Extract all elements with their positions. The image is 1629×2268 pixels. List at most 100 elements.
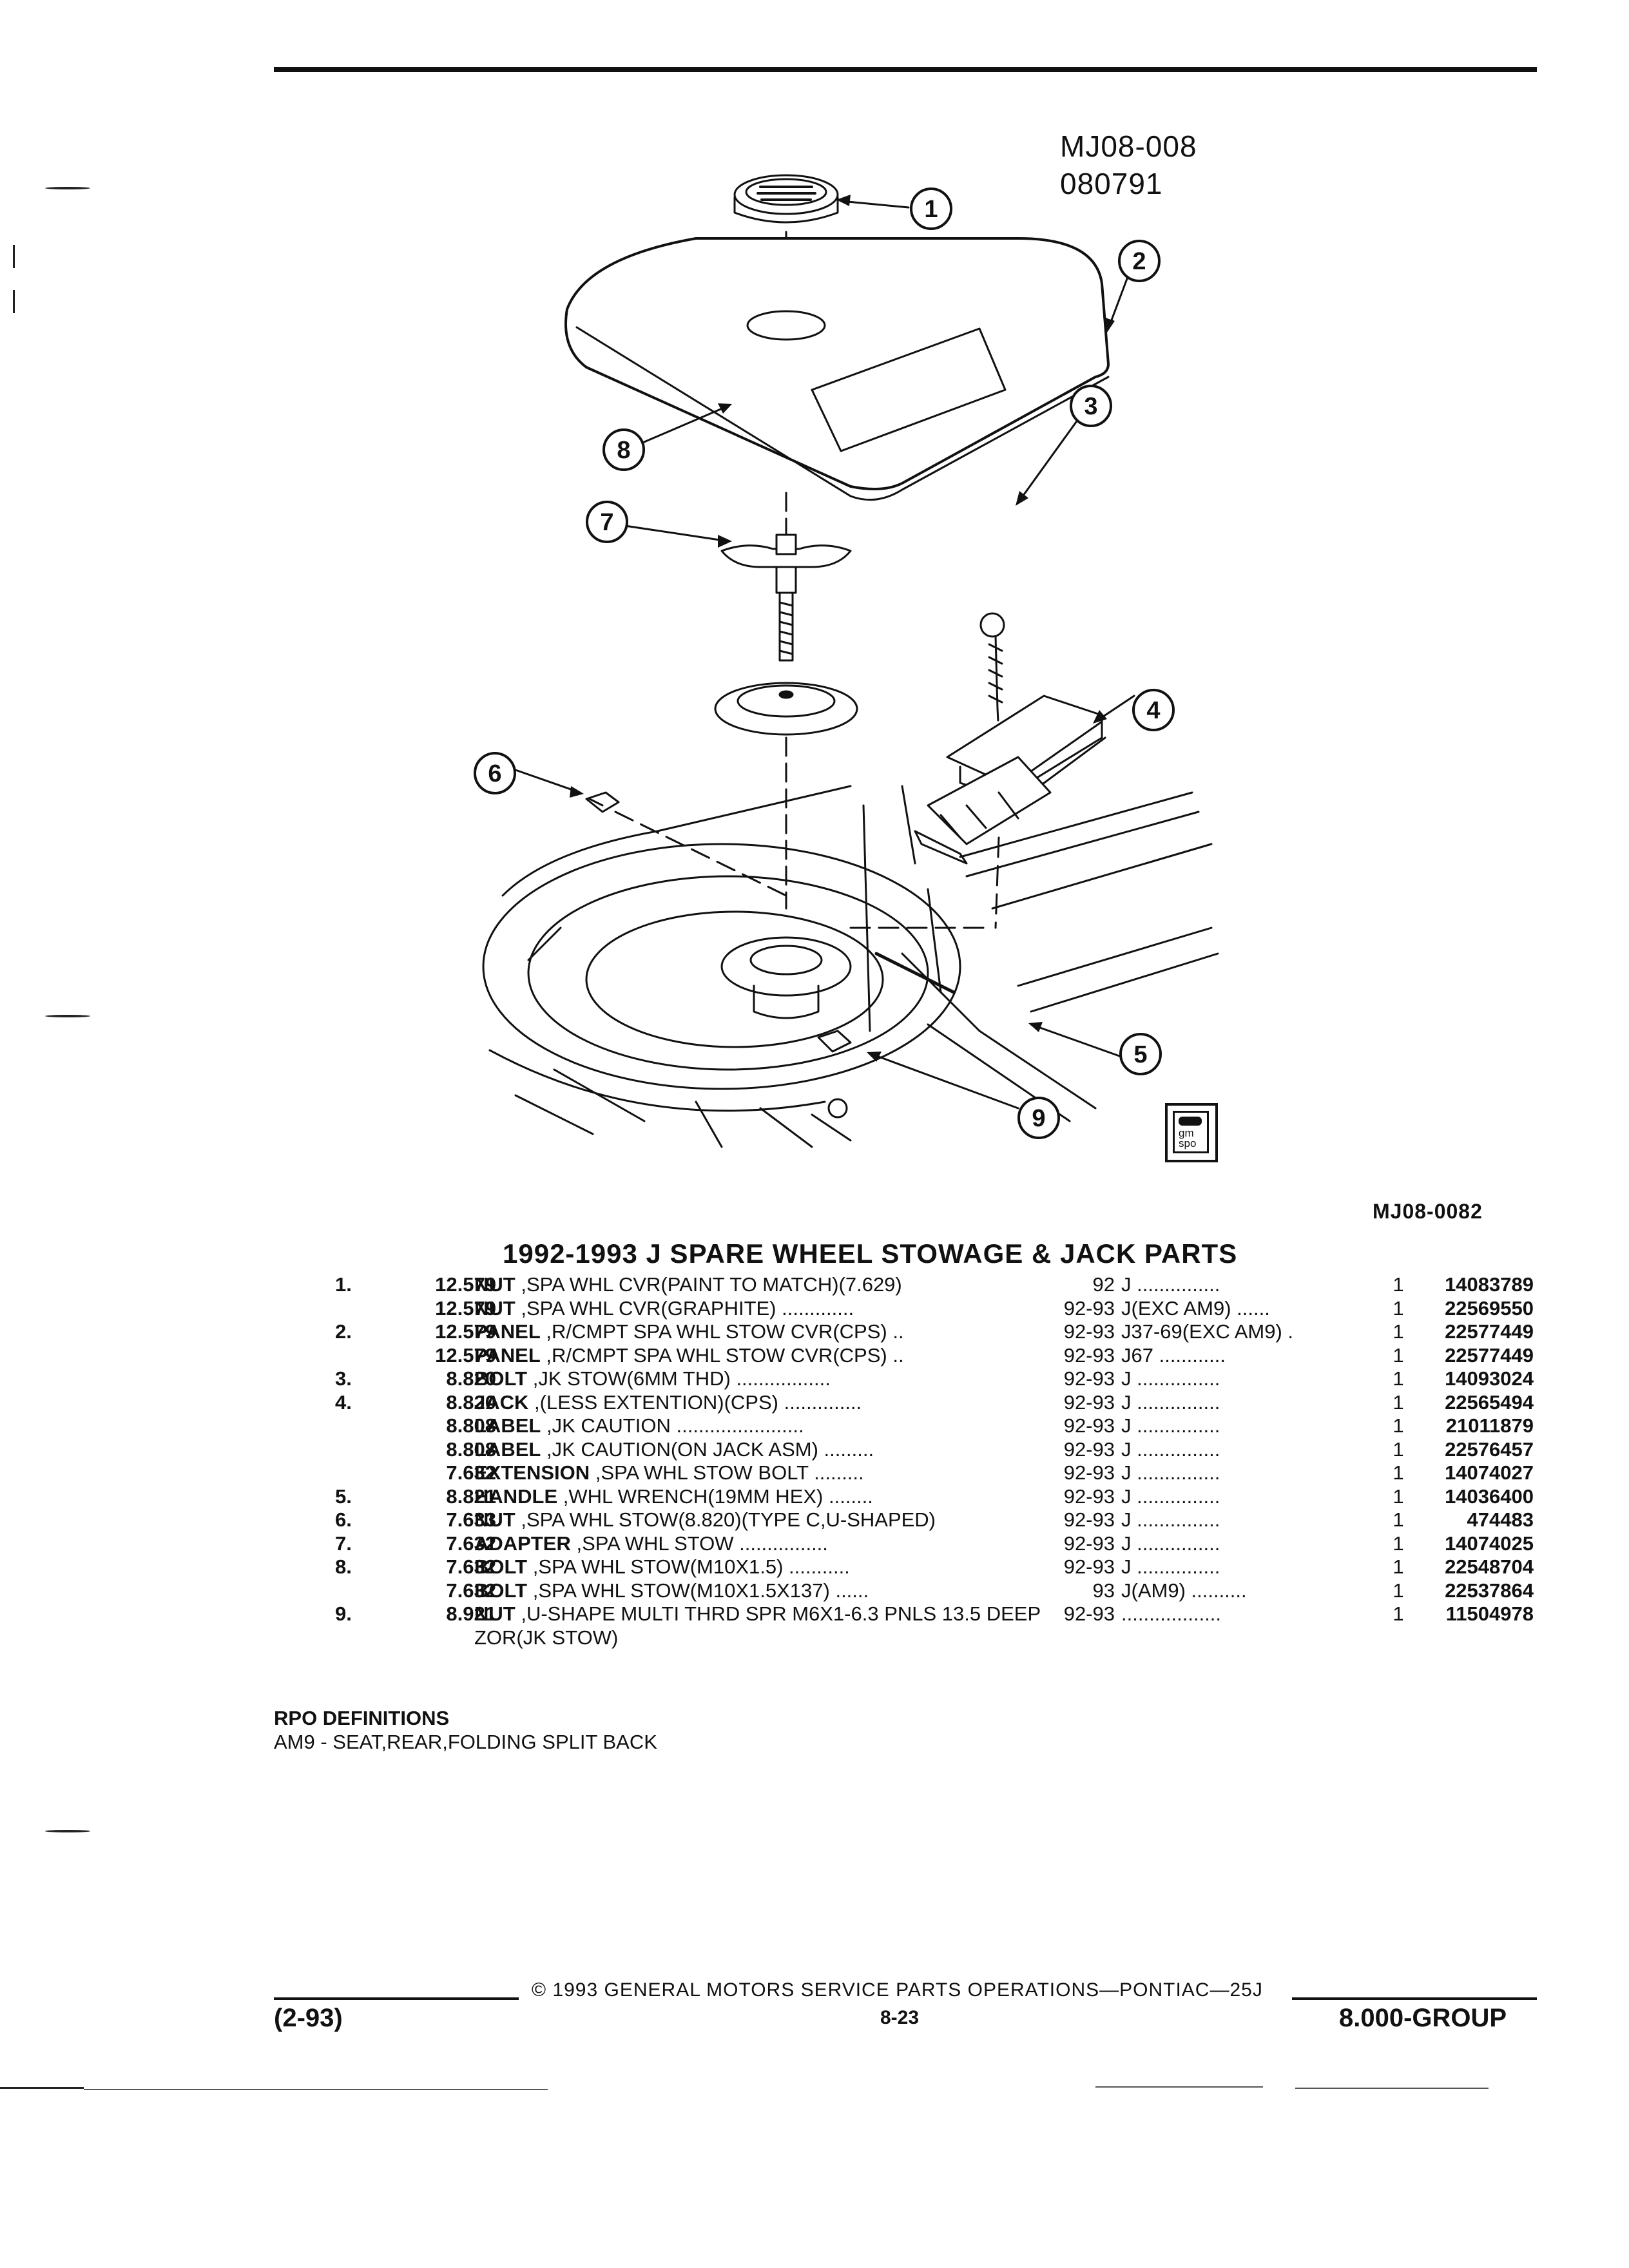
- model-usage: J ...............: [1121, 1532, 1220, 1555]
- catalog-page: 7.633: [446, 1508, 496, 1531]
- model-years: 92-93: [1063, 1296, 1115, 1320]
- gm-spo-logo: gm spo: [1165, 1103, 1218, 1162]
- u-shape-nut-drawing: [817, 1030, 852, 1053]
- part-number: 21011879: [1445, 1414, 1534, 1437]
- part-detail: ,SPA WHL STOW(M10X1.5) ...........: [532, 1555, 850, 1578]
- adapter-drawing: [714, 682, 858, 736]
- model-years: 93: [1092, 1579, 1115, 1602]
- part-detail: ,(LESS EXTENTION)(CPS) ..............: [534, 1390, 862, 1414]
- diagram-id: MJ08-008 080791: [1060, 128, 1197, 202]
- part-detail: ,U-SHAPE MULTI THRD SPR M6X1-6.3 PNLS 13…: [474, 1602, 1041, 1649]
- wheel-wrench-drawing: [874, 952, 956, 994]
- quantity: 1: [1393, 1437, 1404, 1461]
- part-detail: ,SPA WHL STOW BOLT .........: [595, 1461, 864, 1484]
- part-name: NUT: [474, 1508, 516, 1531]
- part-name: BOLT: [474, 1579, 528, 1602]
- item-number: 4.: [335, 1390, 352, 1414]
- callout-4-circle: [1132, 689, 1175, 731]
- callout-8-circle: [602, 428, 645, 471]
- part-number: 14074027: [1445, 1461, 1534, 1484]
- part-detail: ,SPA WHL STOW(M10X1.5X137) ......: [532, 1579, 869, 1602]
- part-number: 474483: [1467, 1508, 1534, 1531]
- part-description: NUT ,SPA WHL STOW(8.820)(TYPE C,U-SHAPED…: [474, 1508, 1054, 1532]
- model-usage: J ...............: [1121, 1390, 1220, 1414]
- top-rule: [274, 67, 1537, 72]
- callout-8: 8: [617, 437, 630, 464]
- part-number: 14036400: [1445, 1485, 1534, 1508]
- callout-2: 2: [1132, 248, 1146, 275]
- part-number: 22548704: [1445, 1555, 1534, 1578]
- catalog-page: 7.632: [446, 1532, 496, 1555]
- spare-cover-nut-drawing: [733, 174, 839, 224]
- part-name: ADAPTER: [474, 1532, 571, 1555]
- rpo-heading: RPO DEFINITIONS: [274, 1707, 450, 1729]
- model-years: 92-93: [1063, 1461, 1115, 1484]
- model-years: 92-93: [1063, 1414, 1115, 1437]
- quantity: 1: [1393, 1532, 1404, 1555]
- part-name: JACK: [474, 1390, 529, 1414]
- catalog-page: 8.921: [446, 1602, 496, 1625]
- wing-bolt-drawing: [720, 533, 852, 662]
- item-number: 6.: [335, 1508, 352, 1531]
- quantity: 1: [1393, 1508, 1404, 1531]
- model-usage: J(AM9) ..........: [1121, 1579, 1247, 1602]
- scan-mark: [13, 245, 15, 268]
- catalog-page: 8.808: [446, 1414, 496, 1437]
- gm-spo-logo-bar: [1179, 1117, 1202, 1126]
- model-usage: J ...............: [1121, 1273, 1220, 1296]
- gm-spo-logo-frame: gm spo: [1173, 1111, 1209, 1153]
- part-description: BOLT ,SPA WHL STOW(M10X1.5X137) ......: [474, 1579, 1054, 1603]
- quantity: 1: [1393, 1296, 1404, 1320]
- callout-5: 5: [1133, 1041, 1147, 1068]
- copyright-line: © 1993 GENERAL MOTORS SERVICE PARTS OPER…: [532, 1979, 1263, 2001]
- item-number: 9.: [335, 1602, 352, 1625]
- scan-line: [0, 2087, 84, 2089]
- scan-mark: [13, 290, 15, 313]
- diagram-id-line2: 080791: [1060, 167, 1163, 200]
- callout-6-circle: [474, 752, 516, 794]
- quantity: 1: [1393, 1367, 1404, 1390]
- part-name: BOLT: [474, 1555, 528, 1578]
- model-usage: J ...............: [1121, 1414, 1220, 1437]
- part-description: NUT ,U-SHAPE MULTI THRD SPR M6X1-6.3 PNL…: [474, 1602, 1054, 1649]
- callout-7-circle: [586, 501, 628, 543]
- catalog-page: 8.820: [446, 1390, 496, 1414]
- model-usage: J37-69(EXC AM9) .: [1121, 1320, 1294, 1343]
- gm-spo-logo-text-1: gm: [1179, 1127, 1194, 1139]
- quantity: 1: [1393, 1414, 1404, 1437]
- part-description: EXTENSION ,SPA WHL STOW BOLT .........: [474, 1461, 1054, 1485]
- exploded-parts-diagram: 1 2 3 4 5 6 7 8 9: [474, 174, 1219, 1148]
- quantity: 1: [1393, 1320, 1404, 1343]
- scan-line: [84, 2089, 548, 2090]
- catalog-page: 8.820: [446, 1367, 496, 1390]
- part-description: JACK ,(LESS EXTENTION)(CPS) ............…: [474, 1391, 1054, 1415]
- quantity: 1: [1393, 1602, 1404, 1625]
- quantity: 1: [1393, 1579, 1404, 1602]
- part-detail: ,JK STOW(6MM THD) .................: [532, 1367, 831, 1390]
- jack-bolt-drawing: [979, 612, 1005, 710]
- part-number: 22577449: [1445, 1320, 1534, 1343]
- item-number: 8.: [335, 1555, 352, 1578]
- callout-9-circle: [1017, 1097, 1060, 1139]
- part-description: ADAPTER ,SPA WHL STOW ................: [474, 1532, 1054, 1556]
- callout-circles: [474, 187, 1175, 1139]
- model-usage: J ...............: [1121, 1508, 1220, 1531]
- model-usage: J ...............: [1121, 1437, 1220, 1461]
- scan-mark: [45, 1015, 90, 1017]
- page-number: 8-23: [880, 2007, 920, 2028]
- stow-nut-clip-drawing: [585, 791, 620, 813]
- quantity: 1: [1393, 1273, 1404, 1296]
- callout-1: 1: [924, 196, 938, 223]
- scan-line: [1095, 2086, 1263, 2088]
- quantity: 1: [1393, 1485, 1404, 1508]
- rpo-definitions: RPO DEFINITIONS AM9 - SEAT,REAR,FOLDING …: [274, 1706, 657, 1754]
- stow-cover-panel-drawing: [564, 237, 1110, 501]
- callout-6: 6: [488, 760, 501, 787]
- quantity: 1: [1393, 1555, 1404, 1578]
- part-number: 14093024: [1445, 1367, 1534, 1390]
